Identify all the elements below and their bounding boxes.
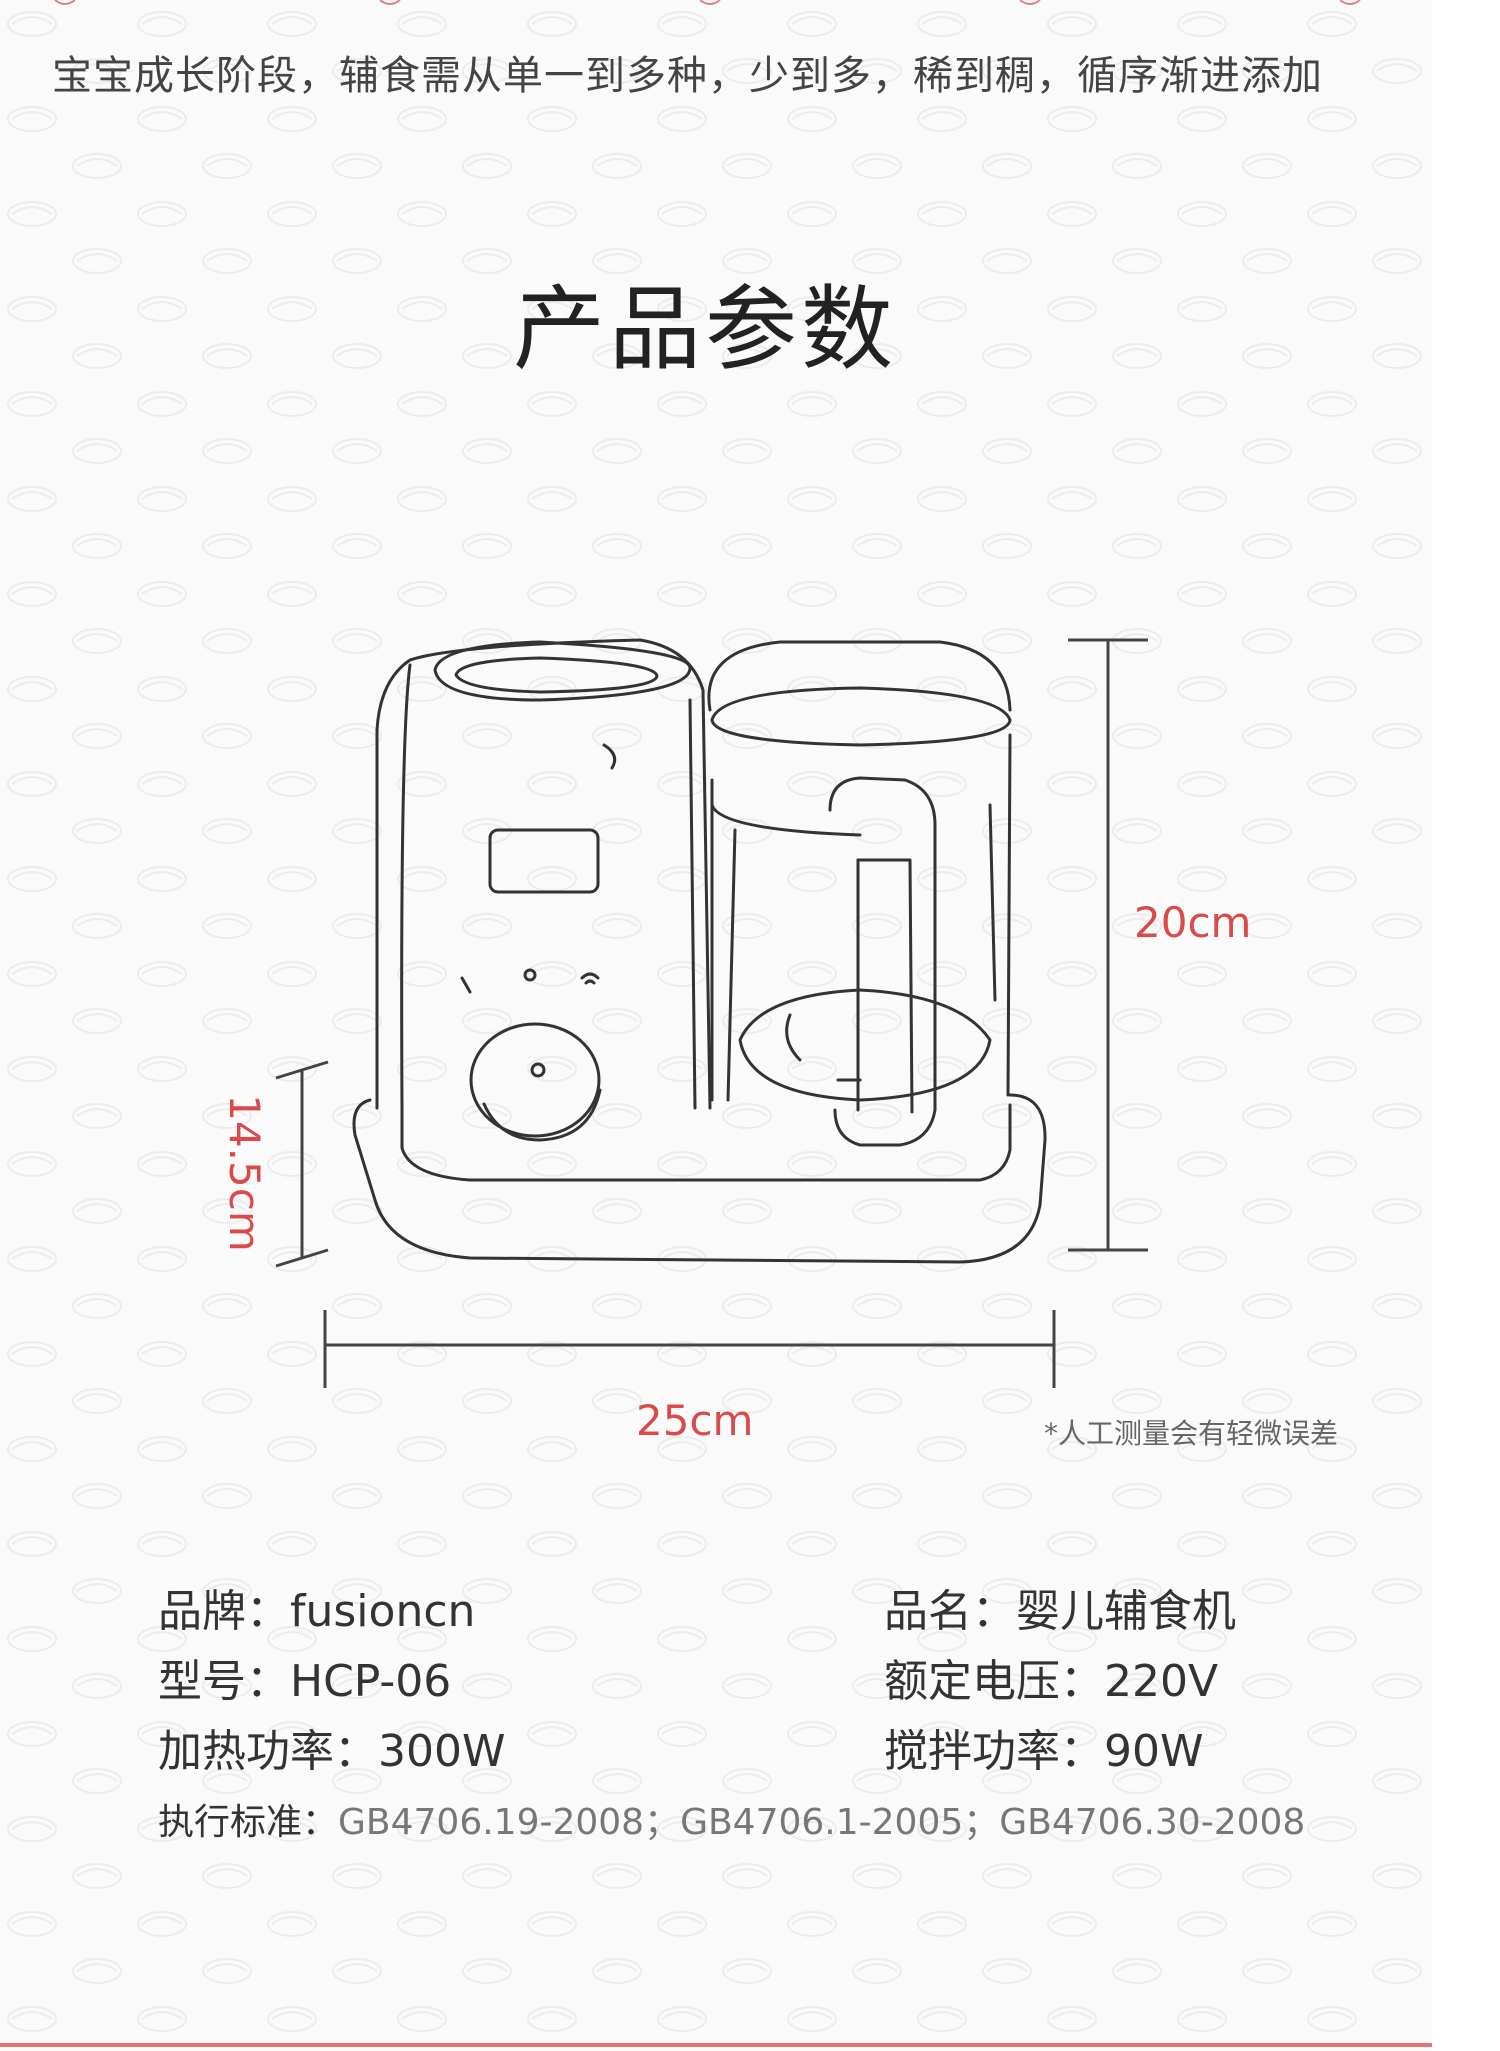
spec-standard: 执行标准：GB4706.19-2008；GB4706.1-2005；GB4706… [158, 1798, 1305, 1848]
top-decoration [54, 0, 1361, 5]
base-outline [352, 1093, 1047, 1264]
spec-heat-power-label: 加热功率： [158, 1726, 378, 1777]
spec-voltage-value: 220V [1104, 1656, 1219, 1707]
spec-voltage-label: 额定电压： [884, 1656, 1104, 1707]
spec-model-label: 型号： [158, 1656, 290, 1707]
control-knob [469, 1022, 602, 1142]
spec-brand-label: 品牌： [158, 1586, 290, 1637]
display-panel [488, 828, 600, 894]
spec-heat-power: 加热功率：300W [158, 1724, 506, 1780]
background-pattern [0, 0, 1432, 2051]
spec-blend-power-value: 90W [1104, 1726, 1204, 1777]
spec-voltage: 额定电压：220V [884, 1654, 1218, 1710]
tagline: 宝宝成长阶段，辅食需从单一到多种，少到多，稀到稠，循序渐进添加 [52, 53, 1323, 99]
product-parameters-page: 宝宝成长阶段，辅食需从单一到多种，少到多，稀到稠，循序渐进添加 产品参数 [0, 0, 1432, 2051]
spec-standard-value: GB4706.19-2008；GB4706.1-2005；GB4706.30-2… [338, 1802, 1306, 1843]
spec-heat-power-value: 300W [378, 1726, 506, 1777]
blender-handle [828, 776, 937, 1147]
measurement-note: *人工测量会有轻微误差 [1044, 1417, 1339, 1450]
spec-standard-label: 执行标准： [158, 1802, 339, 1843]
spec-model: 型号：HCP-06 [158, 1654, 451, 1710]
spec-product-name-label: 品名： [884, 1586, 1016, 1637]
product-line-drawing [275, 638, 1148, 1388]
height-dimension-label: 20cm [1134, 898, 1252, 947]
dimension-lines [275, 638, 1148, 1388]
spec-model-value: HCP-06 [290, 1656, 452, 1707]
spec-brand-value: fusioncn [290, 1586, 476, 1637]
heater-unit [375, 638, 712, 1110]
section-title: 产品参数 [512, 276, 897, 383]
bottom-accent-line [0, 2043, 1432, 2047]
spec-brand: 品牌：fusioncn [158, 1584, 475, 1640]
blender-jar [707, 640, 1012, 1102]
width-dimension-label: 25cm [636, 1396, 754, 1445]
spec-blend-power-label: 搅拌功率： [884, 1726, 1104, 1777]
right-margin [1432, 0, 1500, 2051]
spec-product-name: 品名：婴儿辅食机 [884, 1584, 1236, 1640]
spec-blend-power: 搅拌功率：90W [884, 1724, 1204, 1780]
spec-product-name-value: 婴儿辅食机 [1016, 1586, 1236, 1637]
button-icons [460, 968, 600, 994]
depth-dimension-label: 14.5cm [220, 1094, 269, 1252]
